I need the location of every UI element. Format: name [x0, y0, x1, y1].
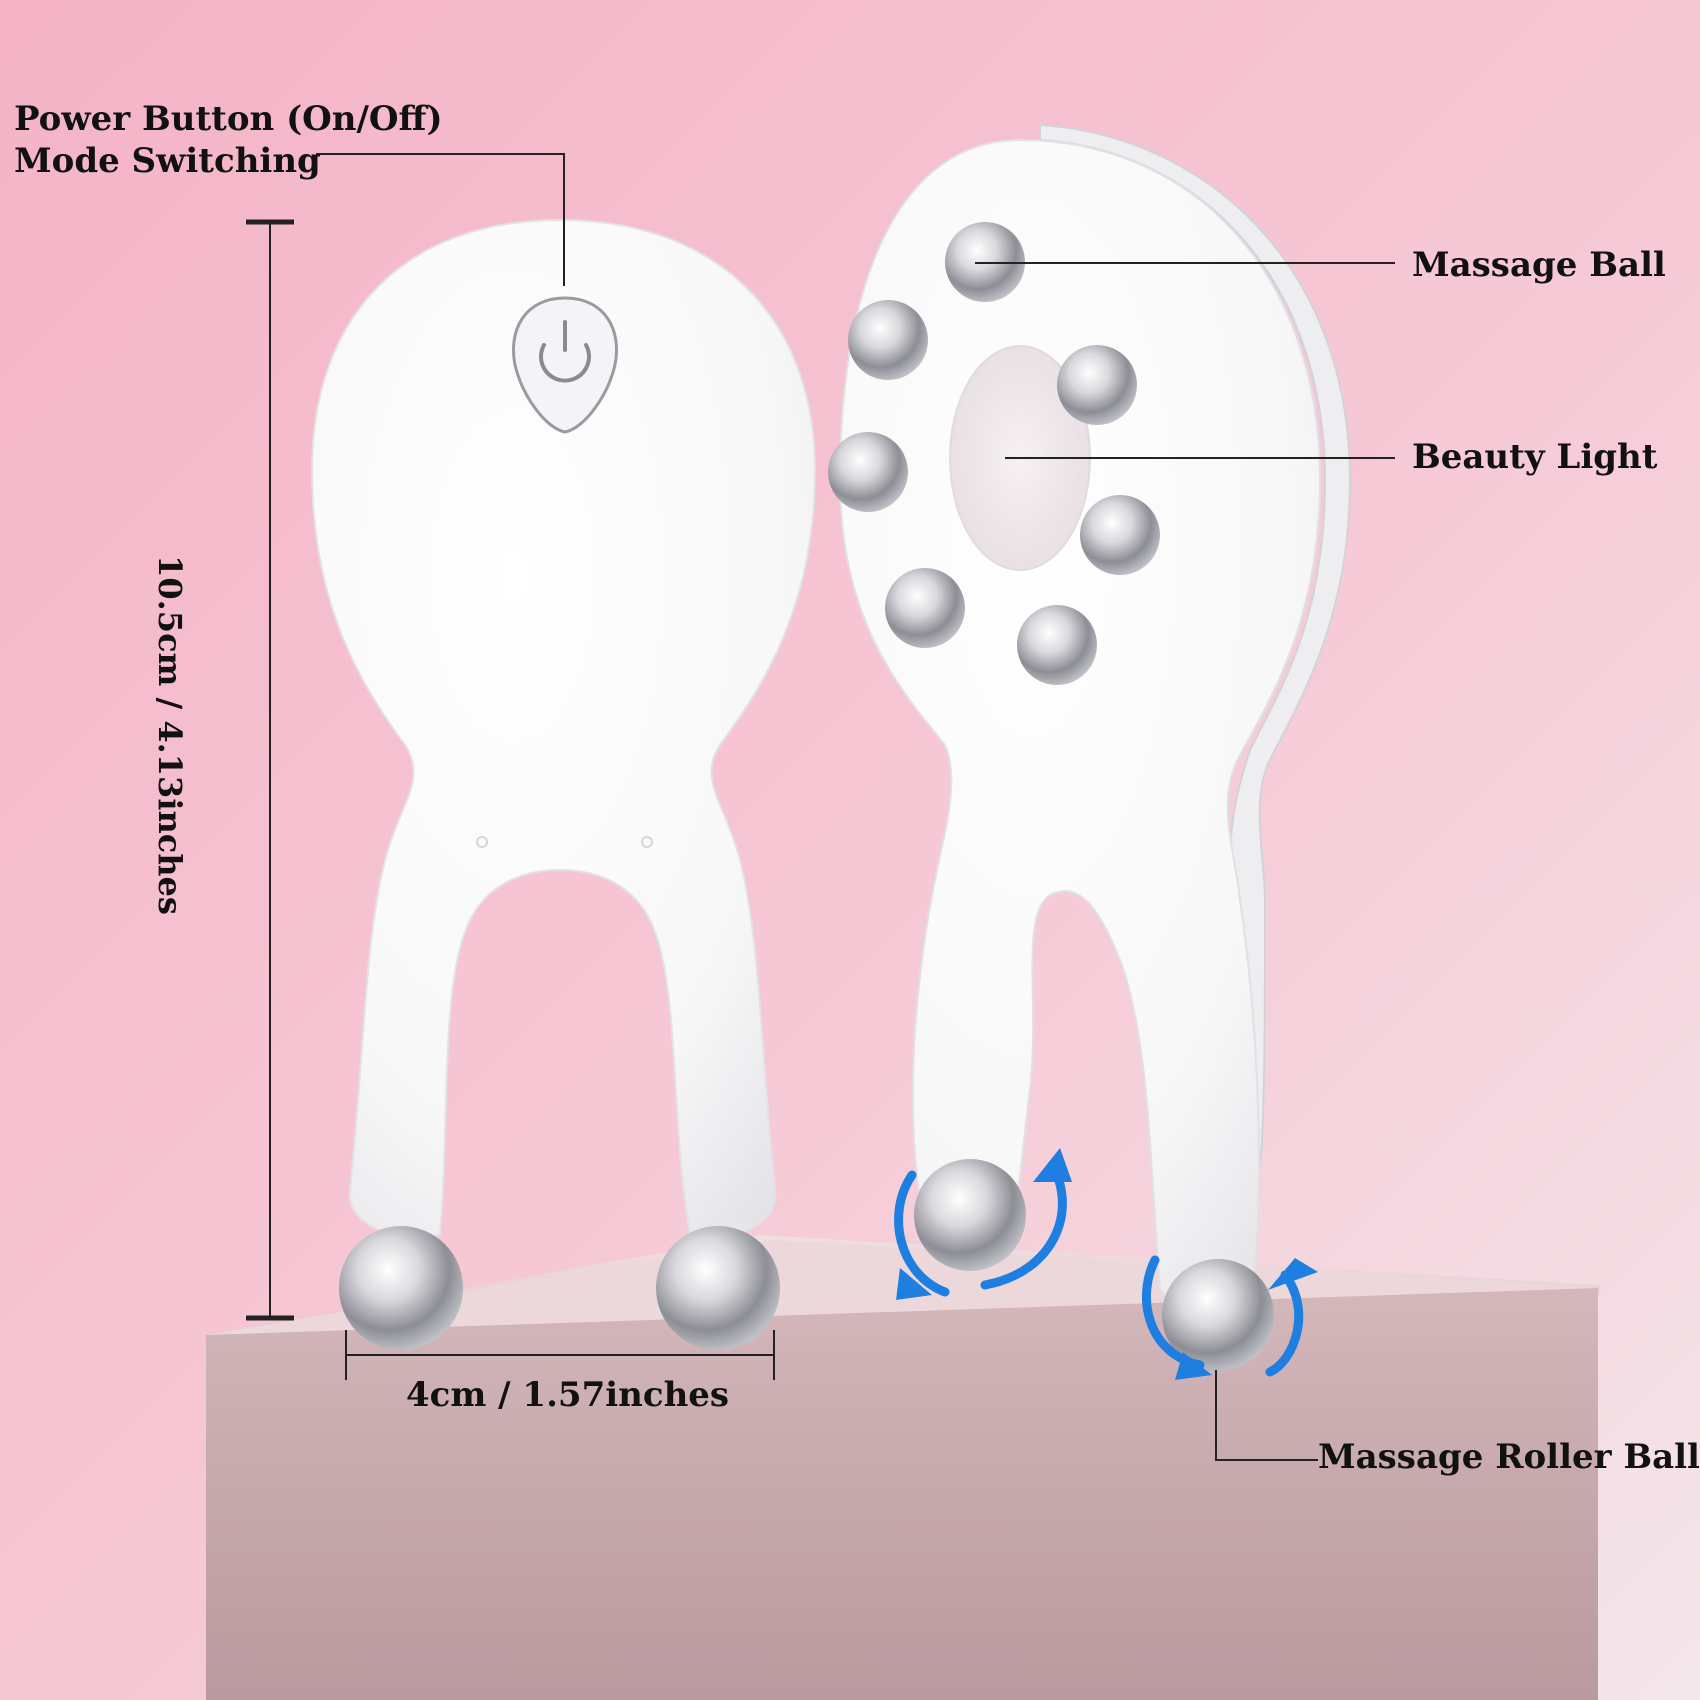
power-icon [539, 320, 591, 383]
massage-ball-label: Massage Ball [1412, 245, 1666, 285]
indicator-dot [476, 836, 488, 848]
pedestal-front [206, 1288, 1598, 1700]
device-front-view [828, 123, 1352, 1371]
height-dimension-label: 10.5cm / 4.13inches [151, 555, 189, 915]
massage-roller-ball-label: Massage Roller Ball [1318, 1437, 1700, 1477]
massage-ball [885, 568, 965, 648]
roller-ball-right [656, 1226, 780, 1350]
massage-ball [1017, 605, 1097, 685]
power-leader-line [316, 153, 565, 286]
device-back-view [310, 218, 817, 1350]
roller-ball-front [914, 1159, 1026, 1271]
rotation-arrow-icon [894, 1160, 1304, 1377]
arrow-head-icon [896, 1148, 1318, 1380]
indicator-dot [641, 836, 653, 848]
width-dimension-label: 4cm / 1.57inches [406, 1375, 730, 1415]
roller-ball-back [1162, 1259, 1274, 1371]
mode-switching-label: Mode Switching [14, 141, 321, 181]
height-dimension [246, 219, 294, 1321]
device-back-body [310, 218, 817, 1239]
width-dimension [345, 1330, 775, 1380]
massage-ball [828, 432, 908, 512]
massage-ball [1080, 495, 1160, 575]
beauty-light-label: Beauty Light [1412, 437, 1658, 477]
power-button[interactable] [512, 296, 618, 434]
power-button-label: Power Button (On/Off) [14, 99, 443, 139]
massage-ball [848, 300, 928, 380]
massage-ball [1057, 345, 1137, 425]
roller-ball-left [339, 1226, 463, 1350]
roller-leader-line [1215, 1370, 1318, 1461]
annotation-lines [316, 153, 1395, 1461]
